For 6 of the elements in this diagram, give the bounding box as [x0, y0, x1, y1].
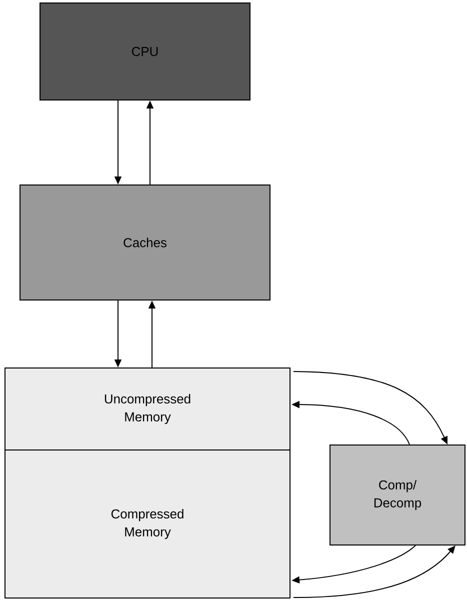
process-box: Caches [20, 184, 270, 300]
memory-region: Uncompressed Memory [4, 368, 290, 450]
process-box: Comp/ Decomp [330, 444, 466, 546]
arrow [293, 546, 456, 598]
memory-region: Compressed Memory [4, 450, 290, 598]
process-box: CPU [40, 2, 250, 100]
